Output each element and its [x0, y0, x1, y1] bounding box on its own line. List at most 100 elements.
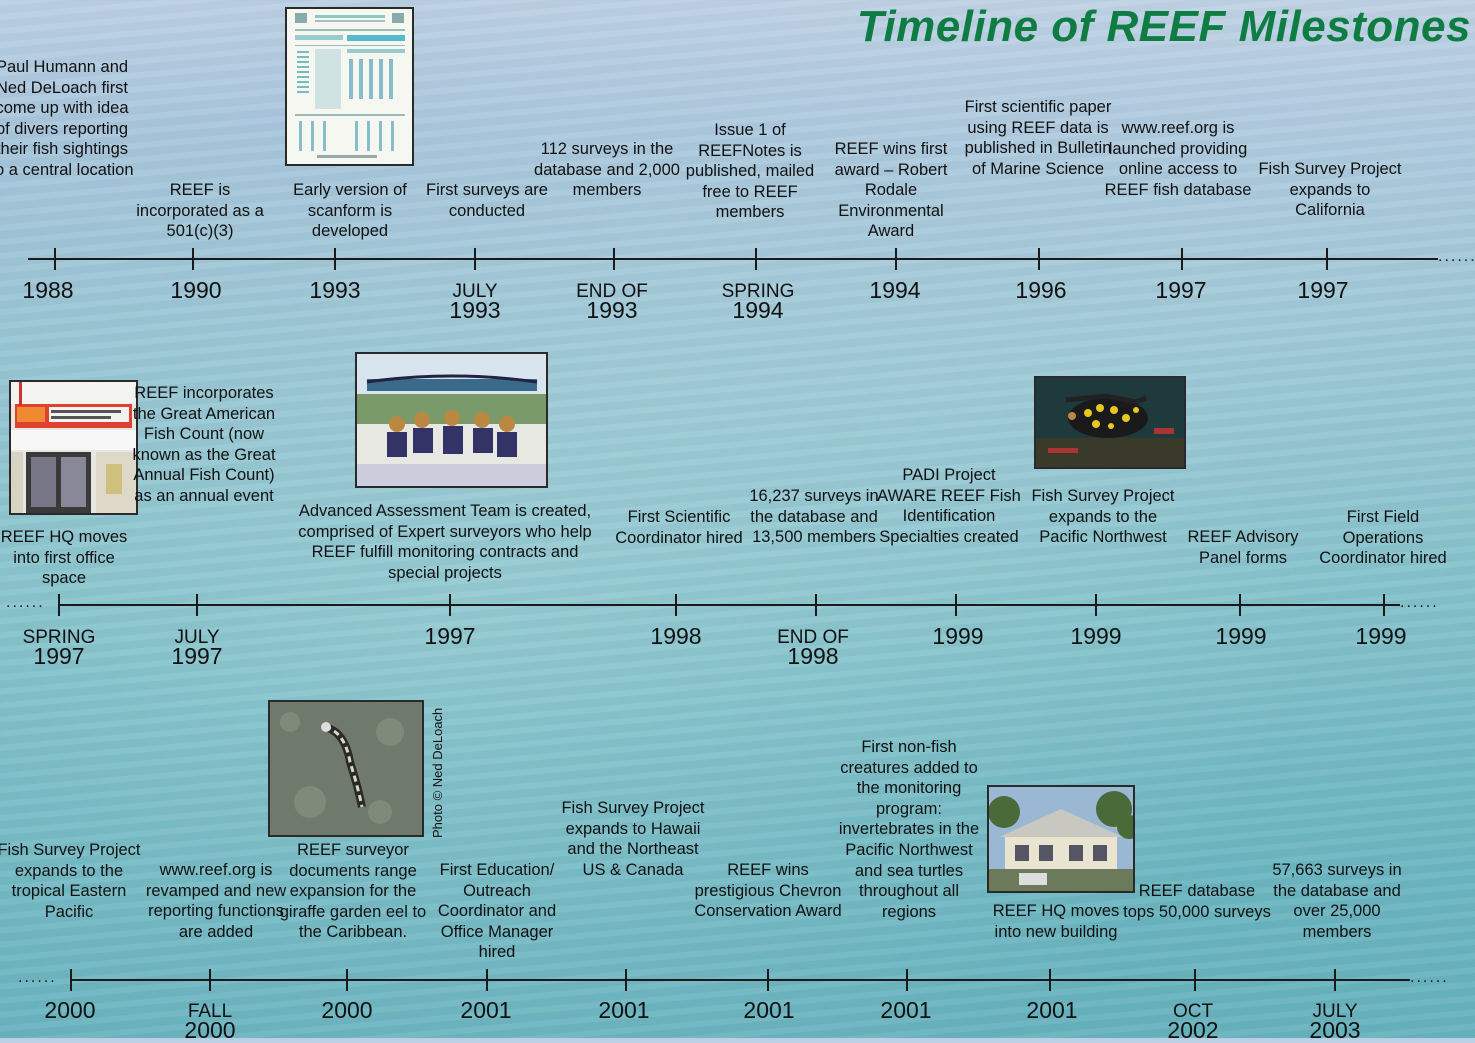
- timeline-tick: [58, 594, 60, 616]
- timeline-tick: [346, 969, 348, 991]
- event-date: 1994: [869, 277, 921, 303]
- event-date: 1999: [932, 623, 984, 649]
- event-date: 2001: [598, 997, 650, 1023]
- continuation-dots: ......: [1400, 594, 1439, 611]
- event-description: REEF wins prestigious Chevron Conservati…: [694, 861, 842, 921]
- event-description: REEF HQ moves into first office space: [0, 528, 128, 588]
- event-description: Fish Survey Project expands to Hawaii an…: [561, 799, 705, 879]
- timeline-tick: [1194, 969, 1196, 991]
- timeline-tick: [192, 248, 194, 270]
- photo-credit: Photo © Ned DeLoach: [427, 690, 447, 840]
- event-description: Fish Survey Project expands to Californi…: [1258, 160, 1402, 220]
- timeline-tick: [613, 248, 615, 270]
- event-date: 1997: [1297, 277, 1349, 303]
- assessment-team-boat-photo: [355, 352, 548, 488]
- timeline-tick: [1334, 969, 1336, 991]
- event-description: 57,663 surveys in the database and over …: [1272, 861, 1402, 941]
- event-description: Fish Survey Project expands to the Pacif…: [1031, 487, 1175, 547]
- rockfish-photo: [1034, 376, 1186, 469]
- event-date: 1997: [424, 623, 476, 649]
- event-date: 1999: [1355, 623, 1407, 649]
- event-description: First Education/ Outreach Coordinator an…: [437, 861, 557, 962]
- scanform-photo: [285, 7, 414, 166]
- event-description: Issue 1 of REEFNotes is published, maile…: [685, 121, 815, 222]
- event-description: PADI Project AWARE REEF Fish Identificat…: [877, 466, 1021, 546]
- timeline-tick: [815, 594, 817, 616]
- event-date: 2001: [1026, 997, 1078, 1023]
- garden-eel-photo: [268, 700, 424, 837]
- photo-credit-text: Photo © Ned DeLoach: [430, 708, 445, 838]
- event-date: 2001: [743, 997, 795, 1023]
- timeline-tick: [486, 969, 488, 991]
- event-date: 2000: [321, 997, 373, 1023]
- page-title: Timeline of REEF Milestones: [856, 2, 1471, 51]
- timeline-tick: [334, 248, 336, 270]
- timeline-tick: [196, 594, 198, 616]
- event-description: REEF HQ moves into new building: [992, 902, 1120, 941]
- timeline-tick: [895, 248, 897, 270]
- timeline-tick: [1038, 248, 1040, 270]
- timeline-tick: [675, 594, 677, 616]
- timeline-tick: [1383, 594, 1385, 616]
- timeline-tick: [955, 594, 957, 616]
- event-date: 1997: [1155, 277, 1207, 303]
- timeline-tick: [1239, 594, 1241, 616]
- event-description: Paul Humann and Ned DeLoach first come u…: [0, 58, 134, 179]
- timeline-tick: [1095, 594, 1097, 616]
- event-date: 1993: [309, 277, 361, 303]
- event-description: Early version of scanform is developed: [293, 181, 407, 241]
- timeline-tick: [474, 248, 476, 270]
- event-description: REEF surveyor documents range expansion …: [279, 841, 427, 942]
- continuation-dots: ......: [18, 969, 57, 986]
- event-date: 2000: [44, 997, 96, 1023]
- event-date: 1990: [170, 277, 222, 303]
- event-description: First non-fish creatures added to the mo…: [838, 738, 980, 921]
- reef-hq-new-building-photo: [987, 785, 1135, 893]
- event-description: REEF Advisory Panel forms: [1187, 528, 1299, 567]
- event-description: First Field Operations Coordinator hired: [1319, 508, 1447, 568]
- event-description: First Scientific Coordinator hired: [615, 508, 743, 547]
- event-date: 1988: [22, 277, 74, 303]
- timeline-tick: [1181, 248, 1183, 270]
- timeline-tick: [1326, 248, 1328, 270]
- event-date: 2001: [460, 997, 512, 1023]
- event-date: 1998: [650, 623, 702, 649]
- timeline-tick: [449, 594, 451, 616]
- timeline-tick: [755, 248, 757, 270]
- event-description: REEF wins first award – Robert Rodale En…: [834, 140, 948, 241]
- event-date: 2001: [880, 997, 932, 1023]
- event-description: REEF incorporates the Great American Fis…: [132, 384, 276, 505]
- timeline-tick: [1049, 969, 1051, 991]
- continuation-dots: ......: [1438, 248, 1475, 265]
- event-description: www.reef.org is revamped and new reporti…: [145, 861, 287, 941]
- timeline-tick: [906, 969, 908, 991]
- event-description: www.reef.org is launched providing onlin…: [1104, 119, 1252, 199]
- event-description: Advanced Assessment Team is created, com…: [298, 502, 592, 582]
- event-date: 1996: [1015, 277, 1067, 303]
- event-description: First surveys are conducted: [426, 181, 548, 220]
- timeline-tick: [625, 969, 627, 991]
- event-description: 112 surveys in the database and 2,000 me…: [534, 140, 680, 200]
- event-description: First scientific paper using REEF data i…: [964, 98, 1112, 178]
- timeline-axis-1: [28, 258, 1438, 260]
- timeline-tick: [209, 969, 211, 991]
- timeline-axis-2: [60, 604, 1400, 606]
- timeline-tick: [767, 969, 769, 991]
- timeline-axis-3: [70, 979, 1410, 981]
- event-description: REEF database tops 50,000 surveys: [1123, 882, 1271, 921]
- timeline-tick: [70, 969, 72, 991]
- continuation-dots: ......: [1410, 969, 1449, 986]
- continuation-dots: ......: [6, 594, 45, 611]
- event-description: 16,237 surveys in the database and 13,50…: [749, 487, 879, 547]
- event-date: 1999: [1070, 623, 1122, 649]
- event-description: REEF is incorporated as a 501(c)(3): [136, 181, 264, 241]
- event-description: Fish Survey Project expands to the tropi…: [0, 841, 141, 921]
